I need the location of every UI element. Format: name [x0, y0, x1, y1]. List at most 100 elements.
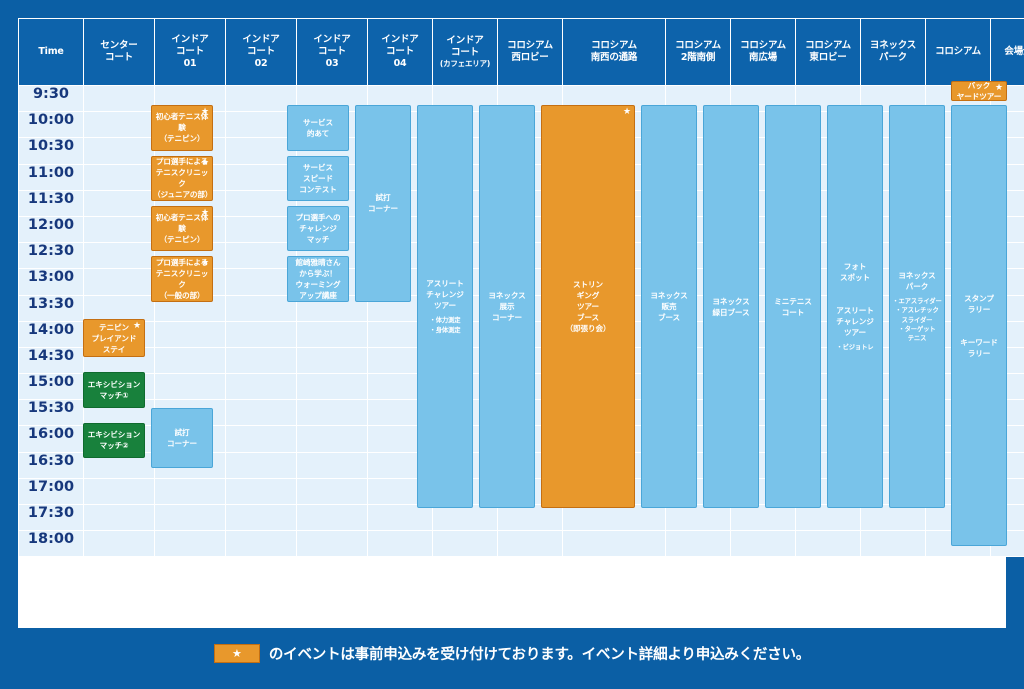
event-block-warming-up-lecture[interactable]: 館崎雅晴さんから学ぶ！ウォーミングアップ講座 [287, 256, 349, 302]
column-header-coliseum-southwest-passage: コロシアム南西の通路 [562, 18, 666, 86]
column-header-sublabel: (カフェエリア) [439, 59, 491, 69]
event-label: エキシビションマッチ① [87, 379, 141, 400]
cell-indoor-court-01-14-00 [154, 320, 226, 348]
cell-coliseum-west-lobby-17-30 [497, 503, 563, 532]
event-label: エキシビションマッチ② [87, 430, 141, 451]
event-block-service-speed-contest[interactable]: サービススピードコンテスト [287, 155, 349, 201]
column-header-label: コロシアム [935, 46, 981, 58]
schedule-row: 17:30 [18, 503, 1024, 532]
event-block-beginner-tennis-experience-1[interactable]: ★初心者テニス体験（テニピン） [151, 105, 213, 151]
cell-indoor-court-02-10-30 [225, 137, 297, 165]
event-block-beginner-tennis-experience-2[interactable]: ★初心者テニス体験（テニピン） [151, 206, 213, 252]
column-header-indoor-court-cafe: インドアコート(カフェエリア) [432, 18, 498, 86]
event-label: サービススピードコンテスト [299, 162, 337, 194]
cell-indoor-court-02-11-00 [225, 163, 297, 191]
event-label: スタンプラリーキーワードラリー [960, 293, 998, 358]
event-block-tenipin-play-and-stay[interactable]: ★テニピンプレイアンドステイ [83, 319, 145, 358]
cell-coliseum-south-plaza-18-00 [730, 530, 796, 558]
cell-center-court-12-30 [83, 242, 155, 270]
cell-indoor-court-02-15-30 [225, 399, 297, 427]
cell-center-court-11-30 [83, 189, 155, 217]
cell-indoor-court-03-16-00 [296, 425, 368, 453]
event-label: ヨネックス販売ブース [650, 291, 688, 323]
star-icon: ★ [201, 107, 209, 118]
event-label: ヨネックス展示コーナー [488, 291, 526, 323]
event-block-photo-spot[interactable]: フォトスポットアスリートチャレンジツアー・ビジョトレ [827, 105, 883, 509]
cell-indoor-court-cafe-18-00 [432, 530, 498, 558]
event-block-stringing-tour-booth[interactable]: ★ストリンギングツアーブース（即張り会） [541, 105, 635, 509]
event-block-yonex-stringing-booth[interactable]: ヨネックス緑日ブース [703, 105, 759, 509]
event-block-pro-tennis-clinic-general[interactable]: ★プロ選手によるテニスクリニック（一般の部） [151, 256, 213, 302]
column-header-label: 会場全体 [1004, 46, 1024, 58]
cell-indoor-court-cafe-17-30 [432, 503, 498, 532]
cell-center-court-13-00 [83, 268, 155, 296]
event-label: プロ選手によるテニスクリニック（一般の部） [155, 258, 209, 301]
cell-indoor-court-03-14-00 [296, 320, 368, 348]
column-header-label: コロシアム西ロビー [507, 40, 553, 63]
star-icon: ★ [201, 208, 209, 218]
time-label-17-00: 17:00 [18, 477, 84, 506]
event-block-service-target[interactable]: サービス的あて [287, 105, 349, 151]
cell-indoor-court-01-17-00 [154, 477, 226, 506]
event-label: フォトスポットアスリートチャレンジツアー・ビジョトレ [829, 261, 881, 352]
column-header-label: コロシアム南西の通路 [590, 40, 638, 63]
cell-indoor-court-02-18-00 [225, 530, 297, 558]
event-block-pro-tennis-clinic-junior[interactable]: ★プロ選手によるテニスクリニック（ジュニアの部） [151, 155, 213, 201]
cell-center-court-13-30 [83, 294, 155, 322]
event-block-back-yard-tour[interactable]: ★バックヤードツアー [951, 81, 1007, 102]
time-label-14-00: 14:00 [18, 320, 84, 348]
cell-coliseum-2f-south-17-30 [665, 503, 731, 532]
cell-indoor-court-03-16-30 [296, 451, 368, 479]
event-block-yonex-park-attractions[interactable]: ヨネックスパーク・エアスライダー・アスレチックスライダー・ターゲットテニス [889, 105, 945, 509]
cell-coliseum-southwest-passage-17-30 [562, 503, 666, 532]
time-label-11-30: 11:30 [18, 189, 84, 217]
event-label: アスリートチャレンジツアー・体力測定・身体測定 [419, 278, 471, 335]
cell-center-court-10-00 [83, 111, 155, 139]
event-block-athlete-challenge-tour[interactable]: アスリートチャレンジツアー・体力測定・身体測定 [417, 105, 473, 509]
cell-indoor-court-03-17-00 [296, 477, 368, 506]
event-label: テニピンプレイアンドステイ [91, 322, 137, 354]
event-label: 館崎雅晴さんから学ぶ！ウォーミングアップ講座 [295, 258, 341, 301]
cell-center-court-9-30 [83, 84, 155, 113]
time-label-15-30: 15:30 [18, 399, 84, 427]
event-block-challenge-match-vs-pro[interactable]: プロ選手へのチャレンジマッチ [287, 206, 349, 252]
star-icon: ★ [623, 107, 631, 118]
schedule-row: 18:00 [18, 530, 1024, 558]
event-sublist: ・エアスライダー・アスレチックスライダー・ターゲットテニス [892, 297, 942, 343]
cell-indoor-court-02-17-00 [225, 477, 297, 506]
cell-indoor-court-03-15-30 [296, 399, 368, 427]
event-label: バックヤードツアー [956, 81, 1002, 102]
cell-center-court-17-00 [83, 477, 155, 506]
cell-coliseum-east-lobby-18-00 [795, 530, 861, 558]
time-label-9-30: 9:30 [18, 84, 84, 113]
event-block-trial-hitting-corner-lower[interactable]: 試打コーナー [151, 407, 213, 469]
star-icon: ★ [133, 321, 141, 332]
event-block-yonex-sales-booth[interactable]: ヨネックス販売ブース [641, 105, 697, 509]
column-header-coliseum-west-lobby: コロシアム西ロビー [497, 18, 563, 86]
time-label-10-30: 10:30 [18, 137, 84, 165]
cell-indoor-court-01-14-30 [154, 346, 226, 375]
column-header-coliseum-south-plaza: コロシアム南広場 [730, 18, 796, 86]
event-block-stamp-rally[interactable]: スタンプラリーキーワードラリー [951, 105, 1007, 547]
time-label-18-00: 18:00 [18, 530, 84, 558]
column-header-label: コロシアム東ロビー [805, 40, 851, 63]
event-block-trial-hitting-corner-upper[interactable]: 試打コーナー [355, 105, 411, 302]
event-label: サービス的あて [303, 117, 333, 138]
cell-indoor-court-03-18-00 [296, 530, 368, 558]
event-block-yonex-exhibition-corner[interactable]: ヨネックス展示コーナー [479, 105, 535, 509]
event-block-exhibition-match-2[interactable]: エキシビションマッチ② [83, 422, 145, 458]
cell-indoor-court-03-15-00 [296, 373, 368, 401]
event-block-mini-tennis-court[interactable]: ミニテニスコート [765, 105, 821, 509]
event-block-exhibition-match-1[interactable]: エキシビションマッチ① [83, 372, 145, 408]
time-label-14-30: 14:30 [18, 346, 84, 375]
legend-footer: ★ のイベントは事前申込みを受け付けております。イベント詳細より申込みください。 [18, 631, 1006, 675]
cell-indoor-court-02-16-30 [225, 451, 297, 479]
event-label: ヨネックス緑日ブース [712, 296, 750, 317]
